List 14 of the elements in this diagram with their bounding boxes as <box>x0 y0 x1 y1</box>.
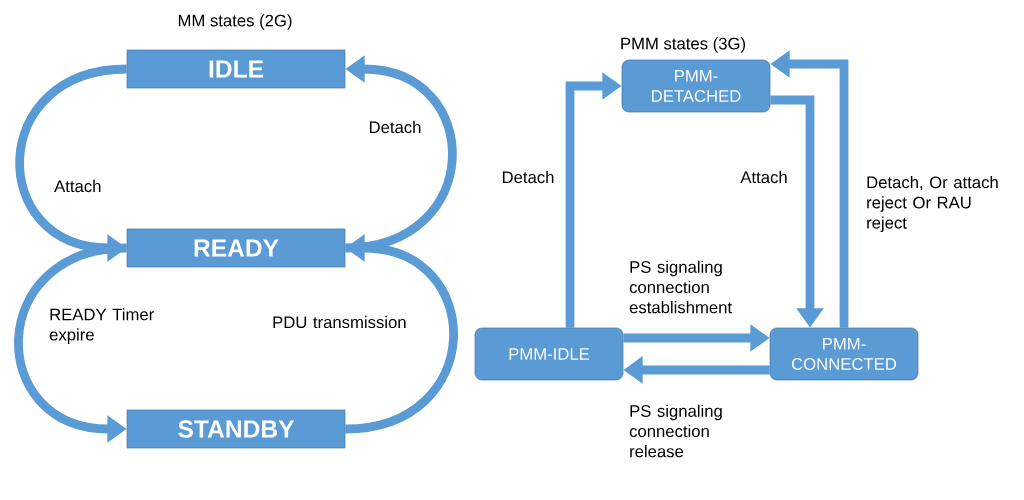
edge-label: PDU transmission <box>273 315 406 329</box>
edge-label: Attach <box>54 179 101 193</box>
state-box: STANDBY <box>126 409 346 449</box>
edge-label: Attach <box>740 170 787 184</box>
state-box: PMM-CONNECTED <box>769 327 919 381</box>
edge-label: Detach <box>369 120 421 134</box>
edge-label: PS signaling connection establishment <box>629 260 732 314</box>
state-box: PMM-DETACHED <box>621 59 771 113</box>
state-box: PMM-IDLE <box>474 327 624 381</box>
edge-label: PS signaling connection release <box>629 404 722 458</box>
edge-label: READY Timer expire <box>49 308 154 344</box>
edge-label: Detach, Or attach reject Or RAU reject <box>867 176 998 232</box>
heading: MM states (2G) <box>178 14 292 30</box>
edge-label: Detach <box>502 170 554 184</box>
